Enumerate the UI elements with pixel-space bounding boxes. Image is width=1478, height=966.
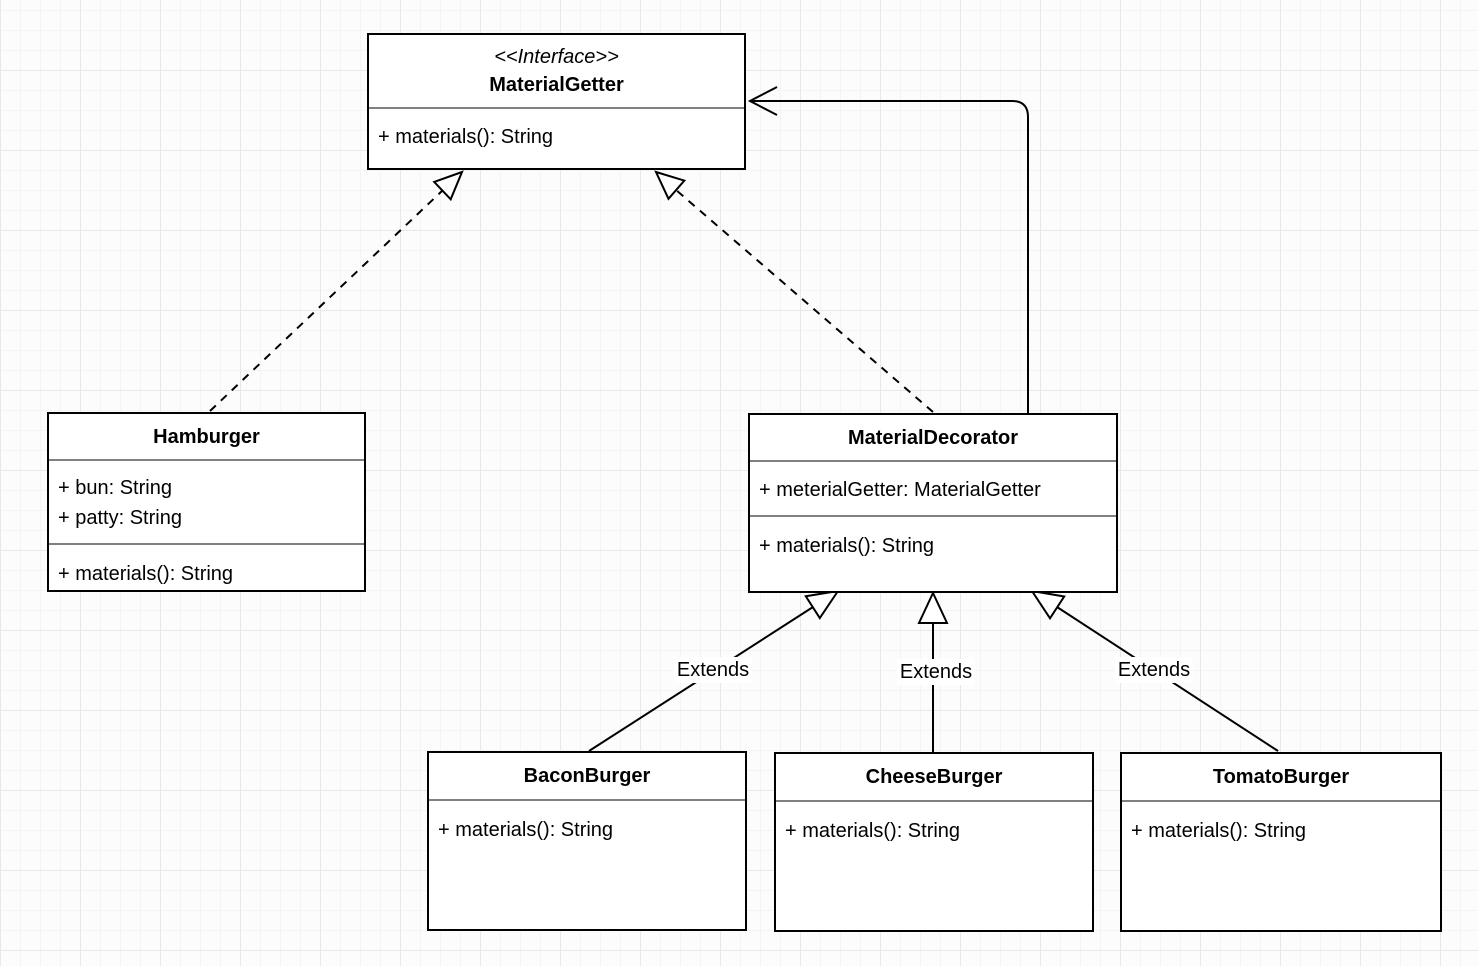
method-label: + materials(): String — [785, 820, 961, 842]
methods-section: + materials(): String — [369, 109, 744, 168]
hollow-triangle-arrowhead — [432, 170, 464, 202]
attributes-section: + bun: String + patty: String — [49, 461, 364, 545]
methods-section: + materials(): String — [1122, 802, 1440, 930]
class-header: BaconBurger — [429, 753, 745, 801]
methods-section: + materials(): String — [49, 545, 364, 590]
class-name: TomatoBurger — [1212, 766, 1350, 788]
realization-line — [209, 189, 444, 412]
realization-line — [675, 189, 934, 413]
hollow-triangle-arrowhead — [804, 589, 841, 620]
edge-label-extends-tomato[interactable]: Extends — [1114, 657, 1194, 683]
method-label: + materials(): String — [1131, 820, 1307, 842]
association-line — [751, 100, 1029, 413]
hollow-triangle-arrowhead — [654, 170, 687, 201]
class-name: MaterialGetter — [489, 74, 624, 96]
class-header: CheeseBurger — [776, 754, 1092, 802]
hollow-triangle-arrowhead — [917, 590, 949, 624]
class-hamburger[interactable]: Hamburger + bun: String + patty: String … — [47, 412, 366, 592]
methods-section: + materials(): String — [429, 801, 745, 929]
method-label: + materials(): String — [438, 819, 614, 841]
class-header: <<Interface>> MaterialGetter — [369, 35, 744, 109]
realization-hamburger-to-materialgetter[interactable] — [209, 170, 464, 412]
class-tomato-burger[interactable]: TomatoBurger + materials(): String — [1120, 752, 1442, 932]
class-header: Hamburger — [49, 414, 364, 461]
methods-section: + materials(): String — [750, 517, 1116, 591]
realization-materialdecorator-to-materialgetter[interactable] — [654, 170, 934, 413]
methods-section: + materials(): String — [776, 802, 1092, 930]
association-materialdecorator-to-materialgetter[interactable] — [747, 86, 1029, 413]
class-bacon-burger[interactable]: BaconBurger + materials(): String — [427, 751, 747, 931]
class-name: CheeseBurger — [865, 766, 1003, 788]
hollow-triangle-arrowhead — [1029, 589, 1066, 621]
class-material-decorator[interactable]: MaterialDecorator + meterialGetter: Mate… — [748, 413, 1118, 593]
class-cheese-burger[interactable]: CheeseBurger + materials(): String — [774, 752, 1094, 932]
class-name: Hamburger — [153, 425, 260, 448]
class-header: TomatoBurger — [1122, 754, 1440, 802]
method-label: + materials(): String — [759, 535, 935, 557]
attribute-label: + patty: String — [58, 507, 182, 529]
class-name: BaconBurger — [523, 765, 651, 787]
method-label: + materials(): String — [58, 563, 234, 585]
generalization-cheeseburger-to-materialdecorator[interactable] — [917, 590, 949, 752]
attribute-label: + bun: String — [58, 477, 172, 499]
edge-label-extends-bacon[interactable]: Extends — [673, 657, 753, 683]
attribute-label: + meterialGetter: MaterialGetter — [759, 479, 1041, 501]
class-header: MaterialDecorator — [750, 415, 1116, 462]
class-name: MaterialDecorator — [847, 426, 1019, 449]
open-arrowhead — [747, 86, 778, 116]
class-material-getter[interactable]: <<Interface>> MaterialGetter + materials… — [367, 33, 746, 170]
edge-label-extends-cheese[interactable]: Extends — [896, 659, 976, 685]
attributes-section: + meterialGetter: MaterialGetter — [750, 462, 1116, 517]
method-label: + materials(): String — [378, 126, 554, 148]
stereotype-label: <<Interface>> — [494, 46, 619, 68]
